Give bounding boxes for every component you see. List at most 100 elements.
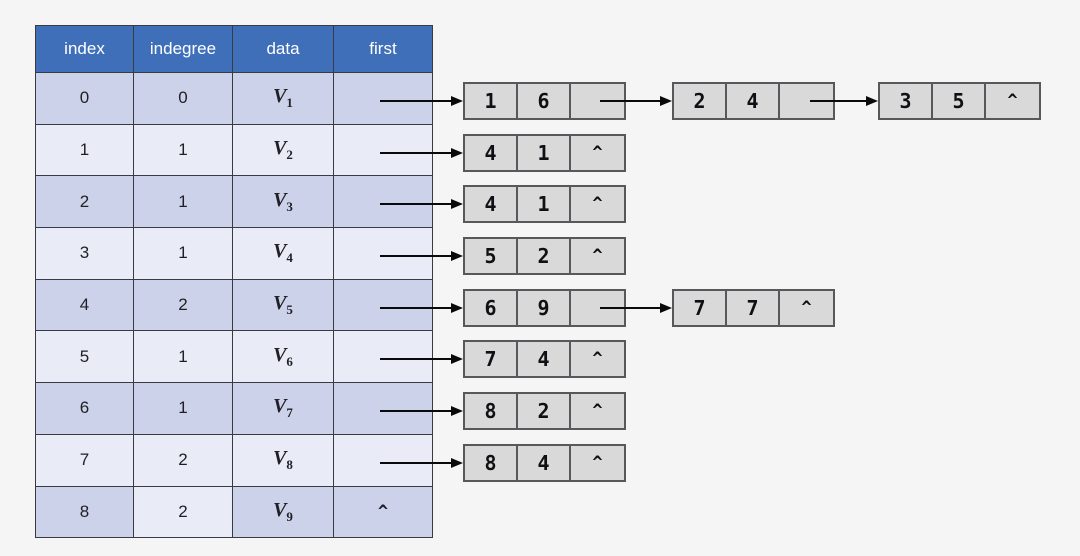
table-row: 7 2 V8: [35, 433, 433, 487]
next-pointer-arrow: [600, 303, 672, 313]
node-value: 1: [518, 187, 571, 221]
vertex-subscript: 1: [286, 95, 293, 111]
null-pointer-cell: ^: [333, 485, 433, 539]
index-cell: 3: [35, 227, 134, 280]
indegree-cell: 2: [133, 278, 233, 332]
indegree-cell: 2: [133, 433, 233, 487]
arrowhead-icon: [660, 96, 672, 106]
arrowhead-icon: [451, 251, 463, 261]
node-value: 6: [465, 291, 518, 325]
node-value: 4: [465, 136, 518, 170]
vertex-subscript: 5: [286, 302, 293, 318]
table-row: 4 2 V5: [35, 278, 433, 332]
node-value: 4: [518, 446, 571, 480]
first-pointer-arrow: [380, 406, 463, 416]
first-pointer-arrow: [380, 199, 463, 209]
arrowhead-icon: [451, 354, 463, 364]
list-node: 1 6: [463, 82, 626, 120]
first-pointer-cell: [333, 175, 433, 229]
arrowhead-icon: [451, 148, 463, 158]
node-value: 2: [518, 239, 571, 273]
node-value: 1: [465, 84, 518, 118]
first-pointer-arrow: [380, 96, 463, 106]
index-cell: 1: [35, 123, 134, 177]
vertex-subscript: 2: [286, 147, 293, 163]
node-value: 8: [465, 394, 518, 428]
vertex-symbol: V: [273, 395, 287, 418]
node-value: 2: [518, 394, 571, 428]
first-pointer-arrow: [380, 458, 463, 468]
node-null-pointer: ^: [592, 401, 603, 421]
list-node: 2 4: [672, 82, 835, 120]
arrowhead-icon: [660, 303, 672, 313]
data-cell: V7: [232, 382, 334, 435]
data-cell: V8: [232, 433, 334, 487]
first-pointer-cell: [333, 278, 433, 332]
indegree-cell: 0: [133, 72, 233, 125]
node-null-pointer: ^: [592, 143, 603, 163]
list-node: 5 2 ^: [463, 237, 626, 275]
indegree-cell: 1: [133, 330, 233, 384]
node-value: 7: [674, 291, 727, 325]
indegree-cell: 2: [133, 485, 233, 539]
node-value: 4: [727, 84, 780, 118]
vertex-subscript: 8: [286, 457, 293, 473]
index-cell: 8: [35, 485, 134, 539]
vertex-symbol: V: [273, 85, 287, 108]
indegree-cell: 1: [133, 175, 233, 229]
vertex-subscript: 3: [286, 198, 293, 214]
indegree-cell: 1: [133, 123, 233, 177]
data-cell: V1: [232, 72, 334, 125]
table-row: 3 1 V4: [35, 227, 433, 280]
header-data: data: [232, 25, 334, 73]
data-cell: V2: [232, 123, 334, 177]
node-value: 1: [518, 136, 571, 170]
data-cell: V3: [232, 175, 334, 229]
node-value: 4: [518, 342, 571, 376]
first-pointer-cell: [333, 382, 433, 435]
first-pointer-cell: [333, 330, 433, 384]
header-indegree: indegree: [133, 25, 233, 73]
vertex-symbol: V: [273, 188, 287, 211]
vertex-symbol: V: [273, 343, 287, 366]
node-value: 8: [465, 446, 518, 480]
first-pointer-cell: [333, 433, 433, 487]
node-null-pointer: ^: [592, 246, 603, 266]
list-node: 6 9: [463, 289, 626, 327]
vertex-subscript: 6: [286, 353, 293, 369]
node-null-pointer: ^: [592, 453, 603, 473]
vertex-subscript: 7: [286, 405, 293, 421]
node-value: 6: [518, 84, 571, 118]
vertex-subscript: 4: [286, 250, 293, 266]
table-row: 5 1 V6: [35, 330, 433, 384]
list-node: 3 5 ^: [878, 82, 1041, 120]
list-node: 4 1 ^: [463, 185, 626, 223]
list-node: 8 4 ^: [463, 444, 626, 482]
node-null-pointer: ^: [592, 349, 603, 369]
list-node: 8 2 ^: [463, 392, 626, 430]
vertex-symbol: V: [273, 447, 287, 470]
node-value: 3: [880, 84, 933, 118]
node-value: 9: [518, 291, 571, 325]
first-pointer-cell: [333, 227, 433, 280]
arrowhead-icon: [451, 458, 463, 468]
node-value: 7: [727, 291, 780, 325]
index-cell: 2: [35, 175, 134, 229]
indegree-cell: 1: [133, 382, 233, 435]
index-cell: 6: [35, 382, 134, 435]
table-row: 6 1 V7: [35, 382, 433, 435]
table-row: 0 0 V1: [35, 72, 433, 125]
arrowhead-icon: [451, 303, 463, 313]
list-node: 7 4 ^: [463, 340, 626, 378]
node-value: 4: [465, 187, 518, 221]
table-row: 8 2 V9 ^: [35, 485, 433, 539]
first-pointer-arrow: [380, 251, 463, 261]
node-value: 2: [674, 84, 727, 118]
vertex-table: index indegree data first 0 0 V1 1 1 V2 …: [35, 25, 433, 539]
first-pointer-arrow: [380, 303, 463, 313]
vertex-symbol: V: [273, 240, 287, 263]
first-pointer-arrow: [380, 148, 463, 158]
indegree-cell: 1: [133, 227, 233, 280]
header-first: first: [333, 25, 433, 73]
